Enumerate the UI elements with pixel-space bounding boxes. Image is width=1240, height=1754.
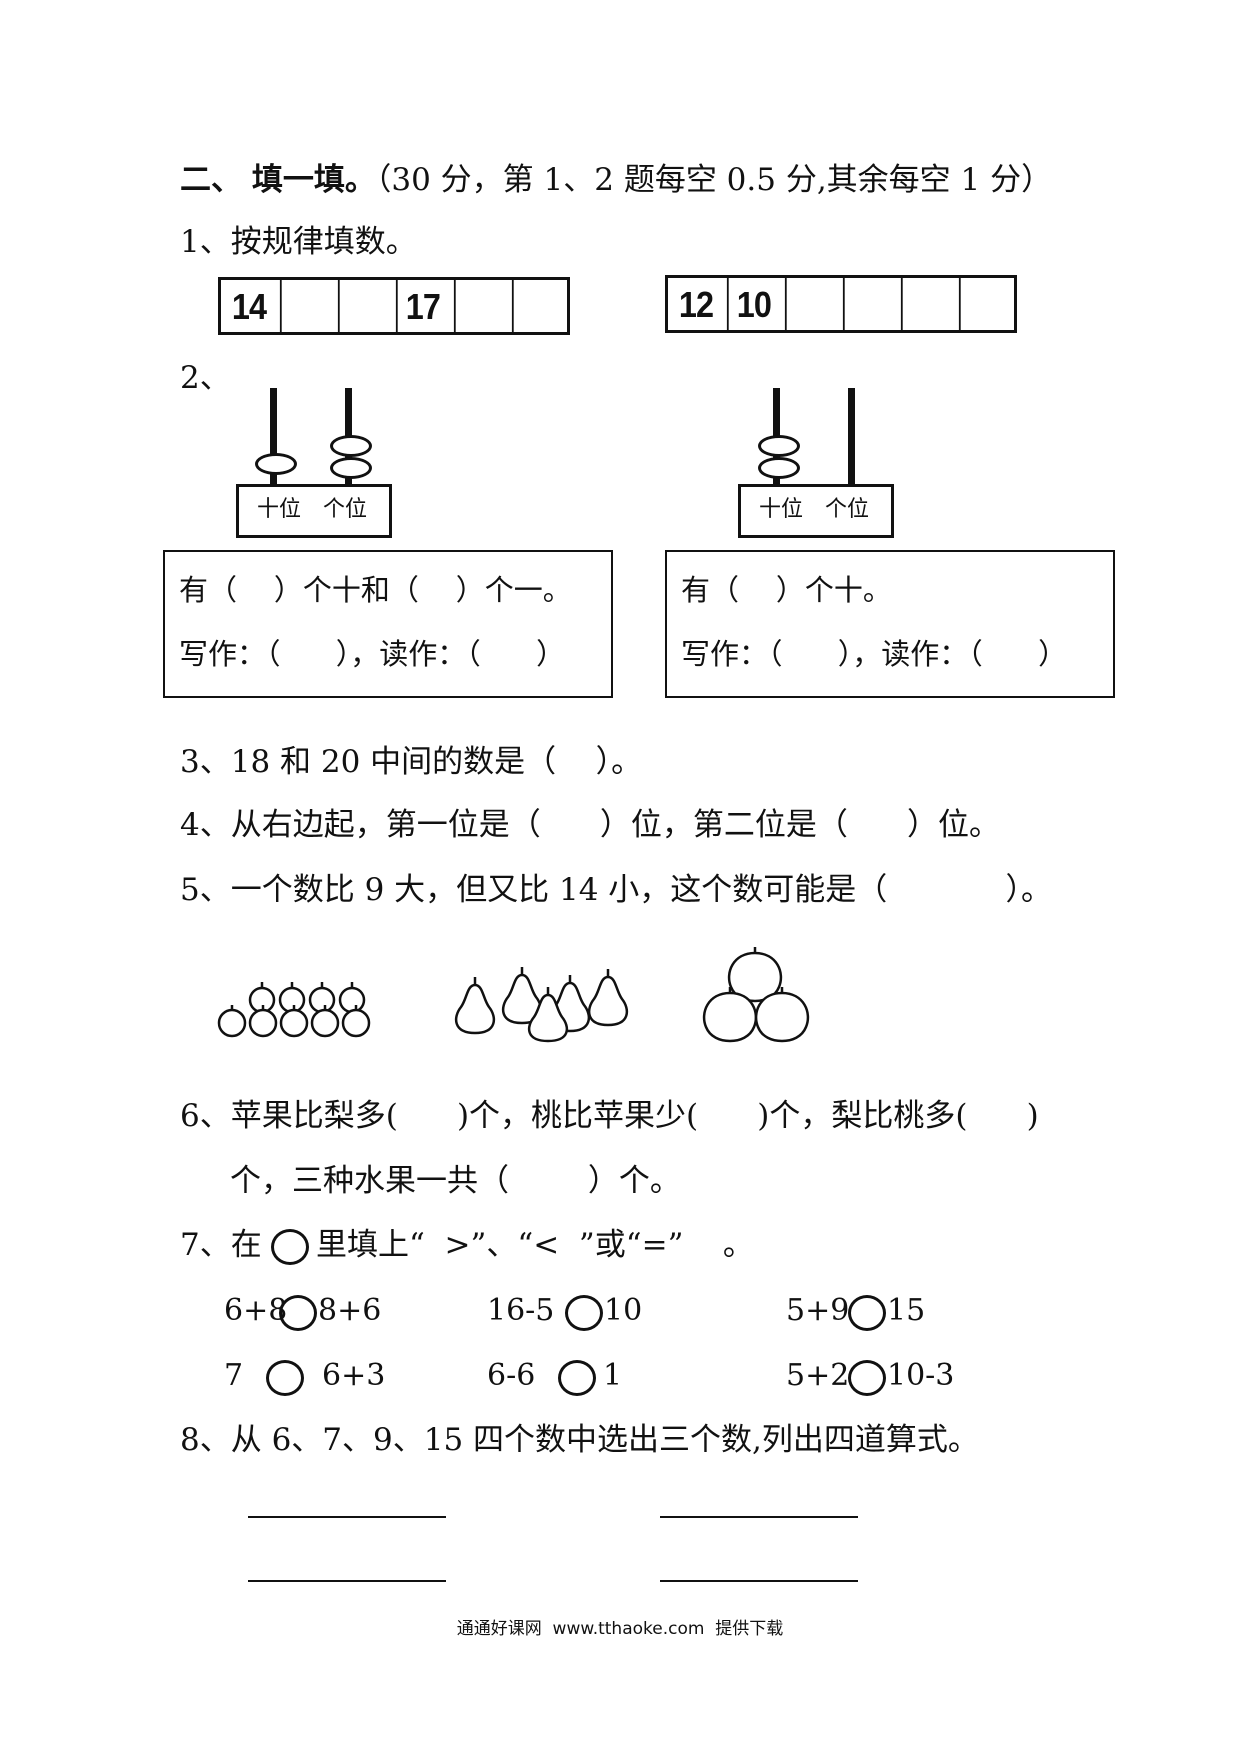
compare-right: 8+6 — [318, 1293, 382, 1328]
compare-right: 10-3 — [887, 1358, 955, 1393]
abacus-rod-tens — [270, 388, 277, 488]
apple-icon — [310, 1005, 340, 1038]
tens-place-label: 十位 — [759, 497, 804, 522]
answer-blank[interactable] — [660, 1516, 858, 1518]
sequence-box-a: 14 17 — [218, 277, 570, 335]
compare-left: 6-6 — [487, 1358, 536, 1393]
abacus-bead — [330, 435, 372, 457]
pear-icon — [454, 977, 496, 1035]
q3-text: 3、18 和 20 中间的数是（ ）。 — [180, 744, 643, 780]
answer-blank[interactable] — [248, 1516, 446, 1518]
compare-left: 5+9 — [786, 1293, 850, 1328]
answer-line: 有（ ）个十。 — [681, 573, 892, 607]
sequence-cell: 12 — [678, 284, 714, 325]
sequence-cell[interactable] — [900, 278, 953, 330]
sequence-cell: 17 — [395, 280, 448, 332]
abacus-bead — [758, 435, 800, 457]
apple-icon — [308, 982, 336, 1014]
tens-place-label: 十位 — [257, 497, 302, 522]
sequence-cell[interactable] — [337, 280, 390, 332]
compare-right: 6+3 — [322, 1358, 386, 1393]
compare-circle[interactable] — [558, 1360, 596, 1396]
q8-text: 8、从 6、7、9、15 四个数中选出三个数,列出四道算式。 — [180, 1422, 979, 1458]
answer-line: 有（ ）个十和（ ）个一。 — [179, 573, 572, 607]
abacus-bead — [330, 457, 372, 479]
sequence-cell: 14 — [231, 286, 267, 327]
compare-right: 1 — [603, 1358, 623, 1393]
compare-circle[interactable] — [848, 1360, 886, 1396]
apple-icon — [279, 1005, 309, 1038]
apple-icon — [341, 1005, 371, 1038]
abacus-frame: 十位 个位 — [236, 484, 392, 538]
q2-answer-box-left: 有（ ）个十和（ ）个一。 写作：（ ），读作：（ ） — [163, 550, 613, 698]
compare-left: 6+8 — [224, 1293, 288, 1328]
sequence-cell: 10 — [726, 278, 779, 330]
section-score-note: （30 分，第 1、2 题每空 0.5 分,其余每空 1 分） — [375, 162, 1053, 198]
abacus-bead — [255, 453, 297, 475]
compare-circle[interactable] — [848, 1295, 886, 1331]
compare-circle[interactable] — [266, 1360, 304, 1396]
peach-icon — [727, 947, 783, 1003]
q2-answer-box-right: 有（ ）个十。 写作：（ ），读作：（ ） — [665, 550, 1115, 698]
sequence-cell[interactable] — [958, 278, 1011, 330]
q6-line2: 个，三种水果一共（ ）个。 — [230, 1163, 681, 1199]
answer-blank[interactable] — [248, 1580, 446, 1582]
apple-icon — [338, 982, 366, 1014]
sequence-box-b: 12 10 — [665, 275, 1017, 333]
section-title: 二、 填一填。（30 分，第 1、2 题每空 0.5 分,其余每空 1 分） — [180, 160, 1052, 200]
answer-line: 写作：（ ），读作：（ ） — [681, 637, 1068, 671]
answer-blank[interactable] — [660, 1580, 858, 1582]
q5-text: 5、一个数比 9 大，但又比 14 小，这个数可能是（ ）。 — [180, 872, 1053, 908]
sequence-cell[interactable] — [453, 280, 506, 332]
pear-icon — [501, 967, 543, 1025]
compare-right: 15 — [887, 1293, 926, 1328]
fruit-illustration — [217, 947, 810, 1043]
pear-icon — [587, 969, 629, 1027]
compare-circle[interactable] — [565, 1295, 603, 1331]
ones-place-label: 个位 — [323, 497, 368, 522]
section-heading: 填一填。 — [251, 162, 376, 198]
compare-right: 10 — [604, 1293, 643, 1328]
q2-label: 2、 — [180, 360, 231, 396]
pear-icon — [527, 987, 569, 1043]
abacus-rod-ones — [848, 388, 855, 488]
apple-icon — [248, 1005, 278, 1038]
compare-circle[interactable] — [279, 1295, 317, 1331]
apple-icon — [248, 982, 276, 1014]
abacus-bead — [758, 457, 800, 479]
sequence-cell[interactable] — [511, 280, 564, 332]
q1-label: 1、按规律填数。 — [180, 224, 417, 260]
q7-label-post: 里填上“ >”、“< ”或“=” 。 — [316, 1227, 754, 1263]
abacus-frame: 十位 个位 — [738, 484, 894, 538]
sequence-cell[interactable] — [784, 278, 837, 330]
q7-label-pre: 7、在 — [180, 1227, 262, 1263]
compare-left: 7 — [224, 1358, 244, 1393]
answer-line: 写作：（ ），读作：（ ） — [179, 637, 566, 671]
footer-credit: 通通好课网 www.tthaoke.com 提供下载 — [456, 1619, 784, 1639]
sequence-cell[interactable] — [842, 278, 895, 330]
ones-place-label: 个位 — [825, 497, 870, 522]
section-number: 二、 — [180, 162, 242, 198]
apple-icon — [278, 982, 306, 1014]
peach-icon — [754, 987, 810, 1043]
compare-left: 16-5 — [487, 1293, 555, 1328]
compare-left: 5+2 — [786, 1358, 850, 1393]
sequence-cell[interactable] — [279, 280, 332, 332]
apple-icon — [217, 1005, 247, 1038]
q6-line1: 6、苹果比梨多( )个，桃比苹果少( )个，梨比桃多( ) — [180, 1098, 1039, 1134]
circle-icon — [271, 1229, 309, 1265]
q4-text: 4、从右边起，第一位是（ ）位，第二位是（ ）位。 — [180, 807, 1000, 843]
